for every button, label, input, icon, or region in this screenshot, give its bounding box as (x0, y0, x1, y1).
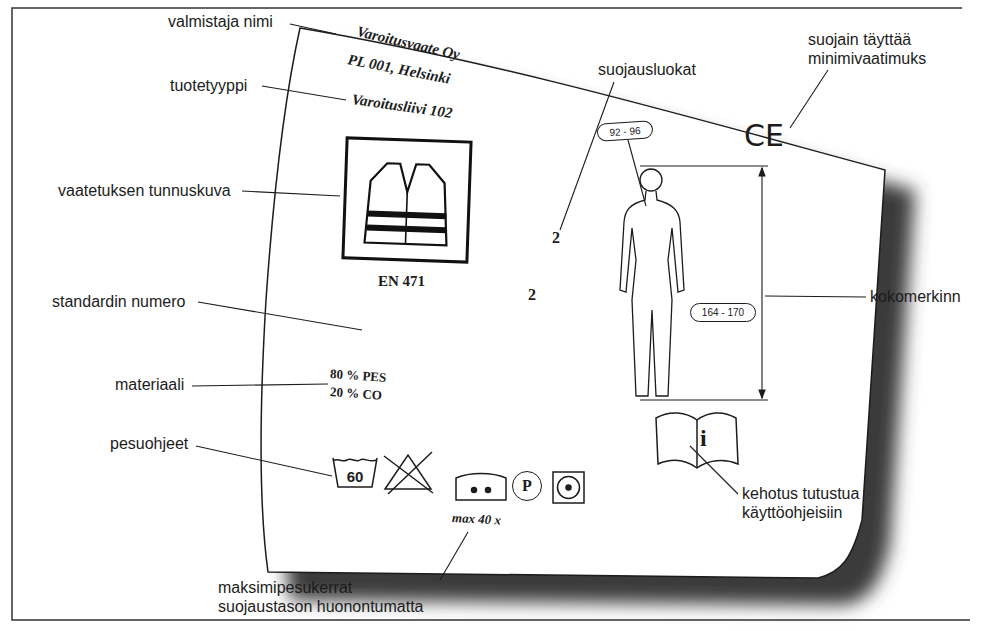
size-dimension (640, 166, 768, 400)
leader-line (242, 191, 340, 196)
info-book (656, 413, 738, 468)
dot (566, 485, 571, 490)
dimension-line (640, 165, 768, 166)
leader-line (765, 296, 866, 297)
wash-tub-symbol: 60 (332, 452, 378, 488)
outer-frame (12, 8, 970, 620)
protection-class: 2 (528, 285, 536, 304)
callout-label: kokomerkinn (870, 287, 961, 306)
wash-tub-path (333, 458, 377, 487)
callout-label: suojausluokat (598, 60, 696, 79)
callout-label: valmistaja nimi (168, 12, 273, 31)
callout-label: suojain täyttää minimivaatimuks (808, 30, 980, 68)
callout-label: materiaali (115, 375, 184, 394)
dimension-line (640, 399, 768, 400)
vest-pictogram (343, 138, 471, 262)
node-text: 164 - 170 (702, 307, 744, 318)
callout-label: tuotetyyppi (170, 76, 247, 95)
tumble-circle (558, 477, 580, 499)
leader-line (790, 70, 828, 128)
dot (486, 488, 491, 493)
node-text: 60 (347, 468, 364, 485)
leader-line (560, 82, 614, 230)
reflective-stripe (367, 225, 446, 234)
professional-care-circle: P (512, 471, 542, 501)
dryer-symbol (456, 474, 506, 501)
book-outline (656, 413, 738, 468)
frame-line (12, 8, 970, 620)
leader-line (262, 86, 346, 100)
callout-label: vaatetuksen tunnuskuva (58, 181, 231, 200)
leader-line (440, 532, 468, 580)
node-text: P (522, 477, 532, 495)
dimension-line (761, 168, 762, 398)
leader-line (290, 24, 336, 34)
cross-line (388, 452, 432, 494)
dot (472, 488, 477, 493)
standard-number: EN 471 (378, 272, 425, 290)
ce-mark: CE (744, 118, 784, 154)
book-spine (696, 420, 698, 468)
callout-label: maksimipesukerrat suojaustason huonontum… (218, 578, 433, 616)
info-letter: i (700, 424, 707, 453)
callout-label: kehotus tutustua käyttöohjeisiin (742, 484, 892, 522)
tumble-square (553, 472, 584, 503)
figure-head (640, 169, 662, 191)
pictogram-frame (343, 138, 471, 262)
leader-line (192, 384, 328, 386)
protection-class: 2 (552, 228, 560, 247)
callout-label: standardin numero (52, 292, 185, 311)
node-text: 92 - 96 (609, 124, 641, 137)
max-washes: max 40 x (452, 510, 502, 528)
human-figure (620, 169, 684, 396)
dimension-arrow (759, 390, 765, 398)
figure-body (620, 191, 684, 396)
dimension-arrow (759, 168, 765, 176)
care-symbols (384, 452, 584, 503)
leader-line (196, 446, 332, 476)
leader-line (198, 302, 362, 330)
callout-label: pesuohjeet (110, 434, 188, 453)
vest-outline (364, 163, 449, 246)
reflective-stripe (367, 211, 446, 220)
size-bubble: 164 - 170 (690, 303, 756, 322)
